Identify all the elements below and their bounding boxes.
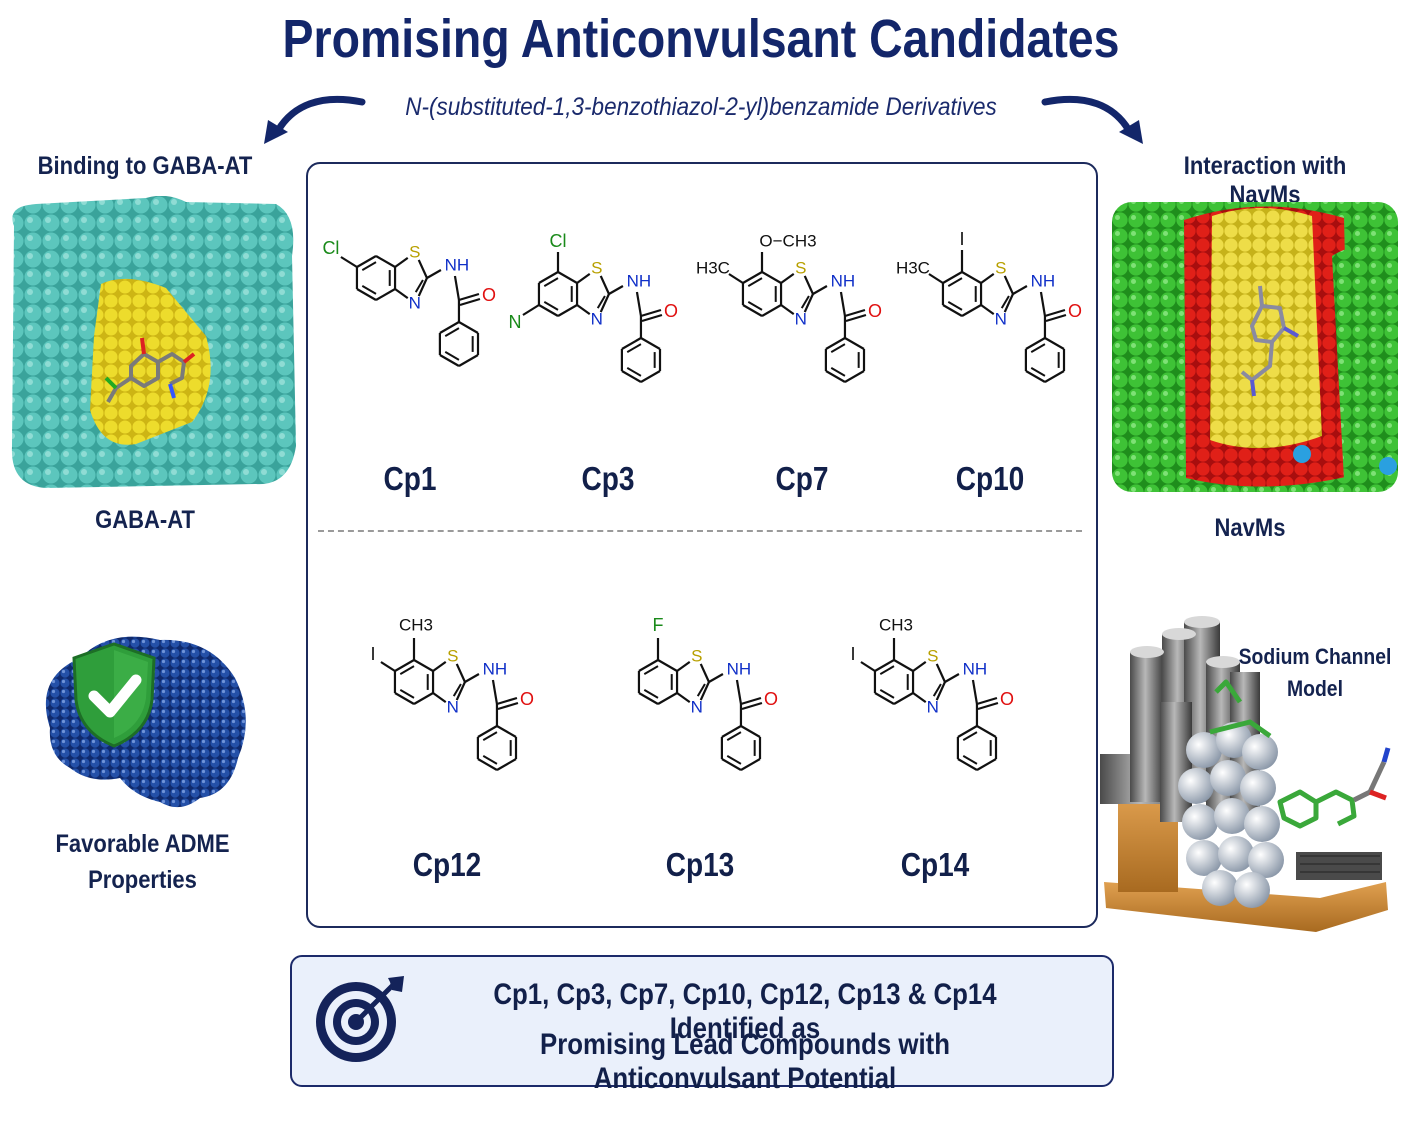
methyl-group: CH3 bbox=[399, 615, 433, 634]
compound-label-cp12: Cp12 bbox=[412, 846, 482, 883]
page-title: Promising Anticonvulsant Candidates bbox=[282, 9, 1120, 69]
oxygen-atom: O bbox=[1068, 301, 1082, 321]
oxygen-atom: O bbox=[764, 689, 778, 709]
sodium-channel-label-line1: Sodium Channel bbox=[1238, 644, 1392, 669]
amide-nh-label: NH bbox=[831, 271, 856, 290]
amide-nh-label: NH bbox=[483, 659, 508, 678]
oxygen-atom: O bbox=[482, 285, 496, 305]
curved-arrow-left-icon bbox=[264, 95, 366, 144]
nitrogen-atom: N bbox=[447, 698, 459, 717]
sulfur-atom: S bbox=[795, 258, 806, 277]
nitrogen-atom: N bbox=[927, 698, 939, 717]
methoxy-group: O−CH3 bbox=[759, 231, 816, 250]
sodium-channel-model bbox=[1100, 616, 1391, 932]
compound-label-cp13: Cp13 bbox=[665, 846, 735, 883]
page-subtitle: N-(substituted-1,3-benzothiazol-2-yl)ben… bbox=[405, 93, 997, 121]
nitrogen-atom: N bbox=[795, 310, 807, 329]
oxygen-atom: O bbox=[868, 301, 882, 321]
nitrogen-atom: N bbox=[591, 310, 603, 329]
row-divider bbox=[318, 530, 1082, 532]
compound-label-cp14: Cp14 bbox=[900, 846, 970, 883]
sulfur-atom: S bbox=[591, 258, 602, 277]
nitrogen-atom: N bbox=[995, 310, 1007, 329]
oxygen-atom: O bbox=[520, 689, 534, 709]
sulfur-atom: S bbox=[691, 646, 702, 665]
compound-label-cp1: Cp1 bbox=[383, 460, 437, 497]
amide-nh-label: NH bbox=[445, 255, 470, 274]
amide-nh-label: NH bbox=[963, 659, 988, 678]
summary-line-1: Cp1, Cp3, Cp7, Cp10, Cp12, Cp13 & Cp14 I… bbox=[493, 978, 997, 1045]
sodium-channel-label-line2: Model bbox=[1287, 676, 1343, 701]
compound-label-cp3: Cp3 bbox=[581, 460, 635, 497]
amide-nh-label: NH bbox=[727, 659, 752, 678]
compound-label-cp7: Cp7 bbox=[775, 460, 829, 497]
iodine-atom: I bbox=[959, 229, 964, 249]
nitrogen-atom: N bbox=[409, 294, 421, 313]
nitrogen-atom: N bbox=[691, 698, 703, 717]
amide-nh-label: NH bbox=[627, 271, 652, 290]
target-arrow-icon bbox=[316, 976, 404, 1062]
methyl-group: CH3 bbox=[879, 615, 913, 634]
compound-label-cp10: Cp10 bbox=[955, 460, 1025, 497]
gaba-binding-title: Binding to GABA-AT bbox=[37, 152, 253, 180]
gaba-at-label: GABA-AT bbox=[95, 506, 195, 534]
summary-box bbox=[290, 955, 1114, 1087]
sulfur-atom: S bbox=[409, 242, 420, 261]
sulfur-atom: S bbox=[995, 258, 1006, 277]
adme-label-line2: Properties bbox=[88, 866, 197, 894]
iodine-atom: I bbox=[850, 644, 855, 664]
sulfur-atom: S bbox=[927, 646, 938, 665]
amide-nh-label: NH bbox=[1031, 271, 1056, 290]
curved-arrow-right-icon bbox=[1041, 95, 1143, 144]
oxygen-atom: O bbox=[1000, 689, 1014, 709]
chlorine-atom: Cl bbox=[550, 231, 567, 251]
iodine-atom: I bbox=[370, 644, 375, 664]
sulfur-atom: S bbox=[447, 646, 458, 665]
nitrogen-substituent: N bbox=[508, 312, 521, 332]
navms-protein-surface bbox=[1112, 202, 1398, 492]
compounds-panel bbox=[306, 162, 1098, 928]
methyl-group: H3C bbox=[896, 258, 930, 277]
chlorine-atom: Cl bbox=[322, 238, 339, 258]
adme-label-line1: Favorable ADME bbox=[55, 830, 230, 858]
methyl-group: H3C bbox=[696, 258, 730, 277]
summary-line-2: Promising Lead Compounds with Anticonvul… bbox=[540, 1028, 950, 1095]
shield-check-icon bbox=[72, 642, 156, 748]
gaba-at-protein-surface bbox=[11, 196, 296, 488]
oxygen-atom: O bbox=[664, 301, 678, 321]
fluorine-atom: F bbox=[653, 615, 664, 635]
navms-label: NavMs bbox=[1214, 514, 1286, 542]
